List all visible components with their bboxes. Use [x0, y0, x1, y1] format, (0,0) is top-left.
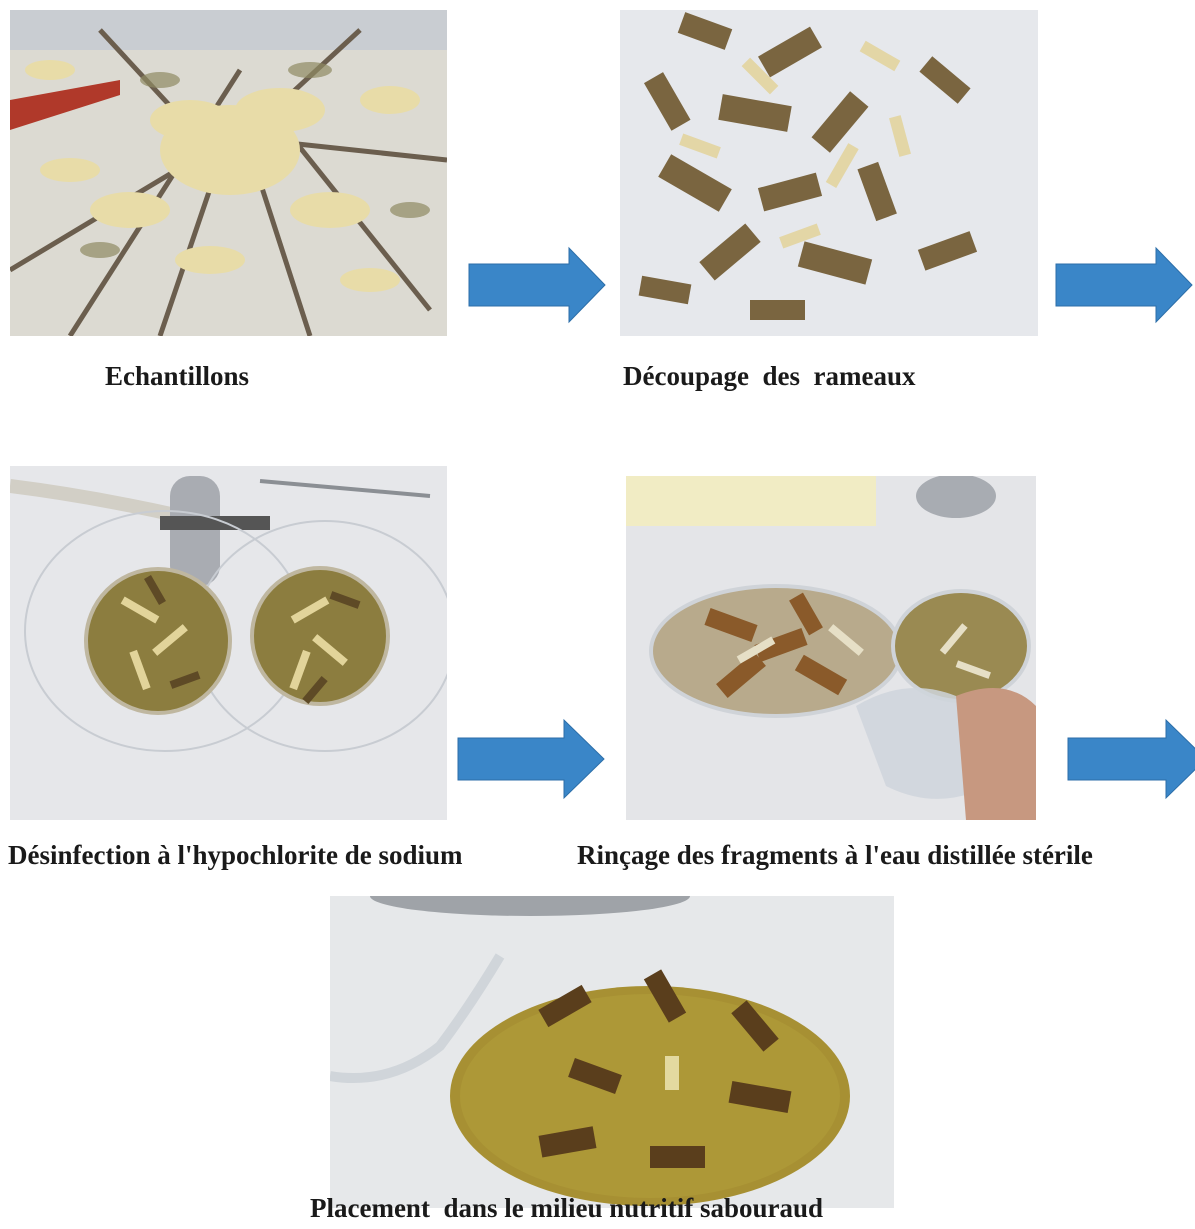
caption-cutting: Découpage des rameaux [623, 361, 915, 392]
caption-placement: Placement dans le milieu nutritif sabour… [310, 1193, 823, 1224]
caption-rinsing: Rinçage des fragments à l'eau distillée … [577, 840, 1093, 871]
arrow-right-icon [456, 718, 606, 800]
caption-disinfection: Désinfection à l'hypochlorite de sodium [8, 840, 463, 871]
caption-samples: Echantillons [105, 361, 249, 392]
photo-placement [330, 896, 894, 1208]
arrow-right-icon [1054, 246, 1195, 324]
photo-rinsing [626, 476, 1036, 820]
photo-cutting [620, 10, 1038, 336]
photo-samples [10, 10, 447, 336]
arrow-right-icon [467, 246, 607, 324]
arrow-right-icon [1066, 718, 1195, 800]
photo-disinfection [10, 466, 447, 820]
